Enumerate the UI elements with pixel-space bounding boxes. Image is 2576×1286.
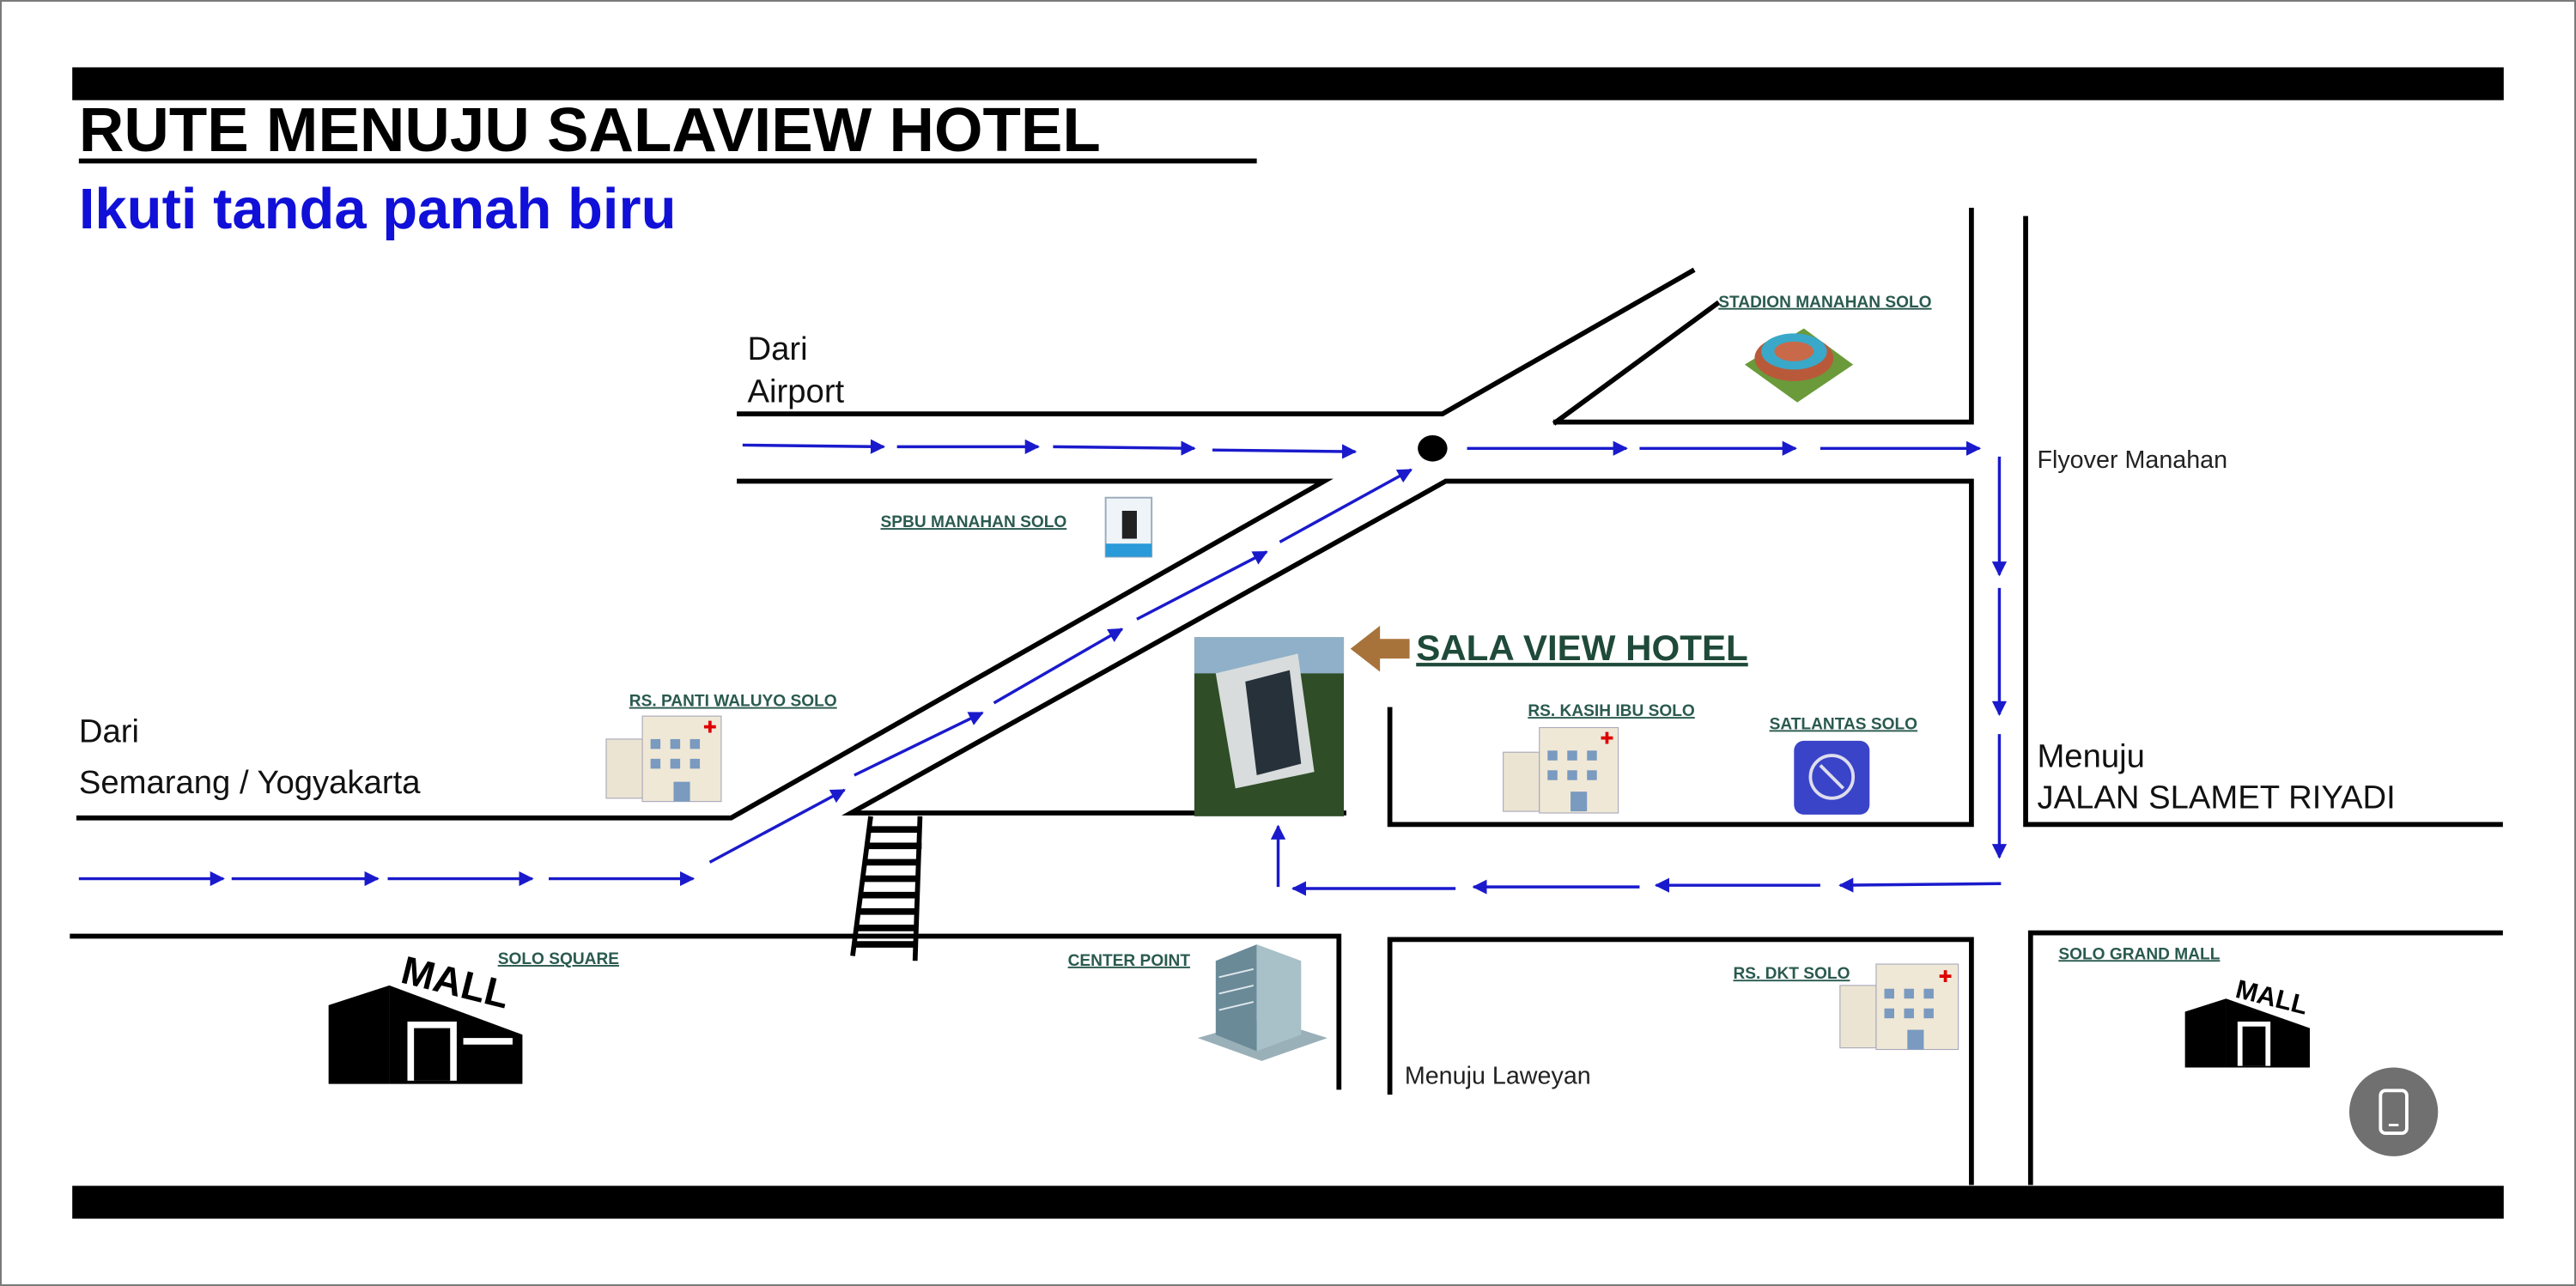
office-building-icon: [1197, 944, 1327, 1061]
map-title: RUTE MENUJU SALAVIEW HOTEL: [79, 95, 1101, 165]
from-airport-label: Dari: [748, 331, 808, 367]
roads: [70, 208, 2503, 1186]
flyover-label: Flyover Manahan: [2037, 446, 2227, 474]
railway-icon: [850, 816, 923, 961]
to-slamet-label: Menuju: [2037, 737, 2144, 774]
to-laweyan-label: Menuju Laweyan: [1405, 1063, 1591, 1090]
top-bar: [72, 67, 2504, 100]
from-semarang-label: Dari: [79, 713, 139, 750]
hospital-icon: ✚: [1503, 726, 1619, 814]
hotel-image: [1194, 637, 1345, 816]
phone-button[interactable]: [2348, 1067, 2439, 1156]
hotel-pointer-arrow: [1350, 625, 1410, 672]
phone-icon: [2379, 1089, 2409, 1135]
from-airport-label-2: Airport: [748, 373, 845, 410]
map-subtitle: Ikuti tanda panah biru: [79, 177, 677, 241]
to-slamet-label-2: JALAN SLAMET RIYADI: [2037, 779, 2395, 816]
route-arrows: [78, 439, 2008, 896]
police-emblem-icon: [1794, 740, 1870, 815]
svg-text:✚: ✚: [1601, 731, 1614, 749]
landmark-label: STADION MANAHAN SOLO: [1718, 294, 1931, 312]
mall-icon: MALL: [328, 947, 523, 1084]
from-semarang-label-2: Semarang / Yogyakarta: [79, 764, 421, 801]
roundabout-dot: [1418, 434, 1448, 462]
landmark-label: SATLANTAS SOLO: [1770, 715, 1918, 733]
stadium-icon: [1744, 328, 1854, 403]
landmark-label: RS. KASIH IBU SOLO: [1528, 702, 1695, 720]
gas-station-icon: [1104, 496, 1153, 558]
landmark-label: SOLO SQUARE: [498, 950, 620, 968]
landmark-label: RS. PANTI WALUYO SOLO: [629, 693, 837, 711]
landmark-label: SPBU MANAHAN SOLO: [881, 513, 1067, 531]
hospital-icon: ✚: [605, 715, 722, 803]
landmark-label: CENTER POINT: [1068, 952, 1191, 970]
svg-text:✚: ✚: [703, 719, 717, 737]
mall-icon: MALL: [2184, 974, 2311, 1068]
landmark-label: RS. DKT SOLO: [1733, 965, 1850, 983]
hotel-label: SALA VIEW HOTEL: [1416, 628, 1748, 668]
landmark-label: SOLO GRAND MALL: [2058, 945, 2220, 963]
svg-text:✚: ✚: [1939, 968, 1953, 986]
bottom-bar: [72, 1186, 2504, 1219]
hospital-icon: ✚: [1839, 963, 1959, 1051]
